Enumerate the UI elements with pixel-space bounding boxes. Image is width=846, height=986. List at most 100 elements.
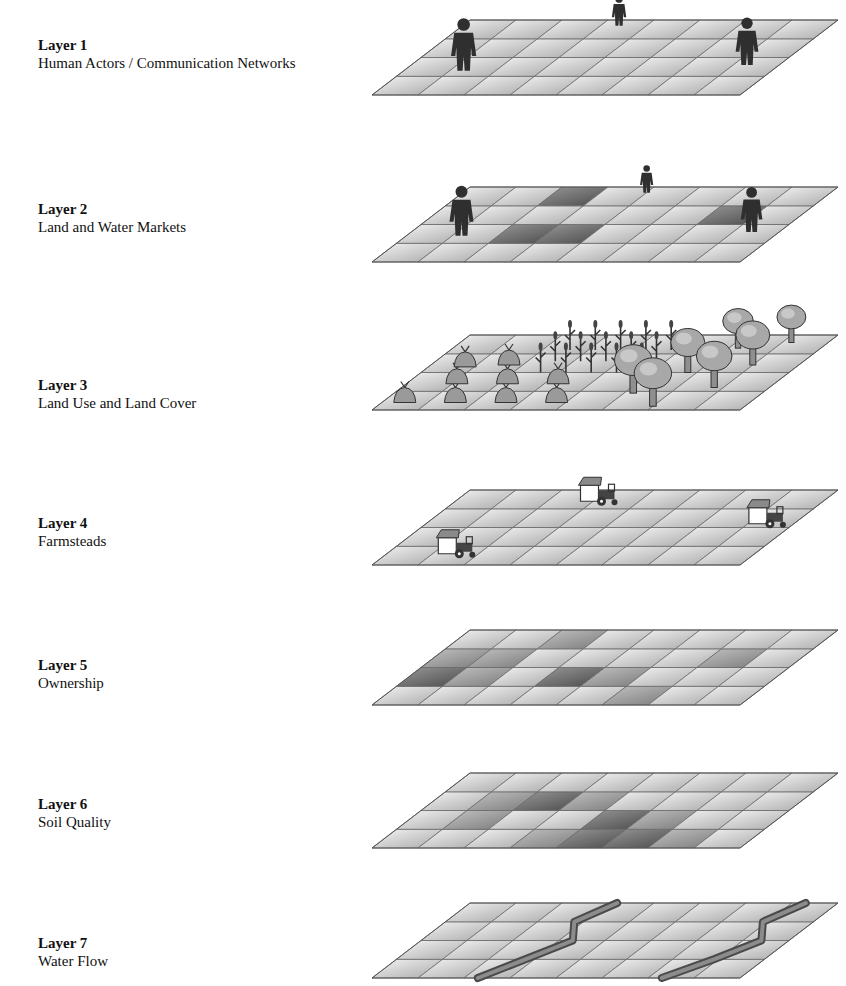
grid-plate [372, 630, 838, 705]
corn-stalk [616, 320, 626, 350]
person-body [612, 4, 626, 26]
tree-highlight [640, 362, 658, 375]
stalk-ear [615, 343, 619, 351]
grid-plate [372, 335, 838, 410]
stalk-ear [579, 331, 583, 339]
grid-cell [743, 792, 814, 811]
tree-highlight [781, 309, 795, 319]
stalk-ear [539, 343, 543, 351]
barn-roof [747, 500, 770, 508]
grid-cell [719, 528, 790, 547]
grid-cell [719, 373, 790, 392]
river-bank [478, 903, 617, 978]
river-bank [662, 903, 806, 978]
corn-stalk [652, 331, 662, 361]
plate-outline [372, 20, 838, 95]
bush-mound [394, 388, 416, 403]
layer-number: Layer 6 [38, 795, 87, 813]
grid-plate [372, 903, 838, 978]
stalk-ear [644, 320, 648, 328]
grid-cell [719, 58, 790, 77]
grid-cell [743, 649, 814, 668]
stalk-line [565, 326, 575, 350]
tractor-wheel [455, 549, 464, 558]
crop-bush [454, 346, 476, 367]
person-body [736, 31, 759, 65]
person-head [615, 0, 622, 3]
grid-cell [694, 546, 765, 565]
grid-cell [768, 335, 839, 354]
person-figure [640, 165, 653, 193]
plate-outline [372, 490, 838, 565]
plate-outline [372, 773, 838, 848]
bush-mound [498, 350, 520, 365]
stalk-ear [629, 331, 633, 339]
tree [736, 321, 770, 365]
person-head [741, 17, 752, 28]
wheel-hub [458, 552, 461, 555]
tractor-cab [609, 484, 615, 491]
tree-highlight [741, 325, 757, 337]
person-head [456, 186, 468, 198]
bush-mound [444, 388, 466, 403]
tree [777, 305, 806, 342]
person-head [457, 18, 470, 31]
layer-number: Layer 7 [38, 934, 87, 952]
layer-number: Layer 2 [38, 200, 87, 218]
tractor-wheel [469, 552, 475, 558]
person-body [451, 33, 476, 71]
grid-cell [719, 668, 790, 687]
stalk-ear [669, 320, 673, 328]
tractor-wheel [597, 497, 606, 506]
stalk-ear [619, 320, 623, 328]
grid-plate [372, 773, 838, 848]
grid-cell [768, 773, 839, 792]
tractor-wheel [612, 499, 618, 505]
river-water [478, 903, 617, 978]
crop-bush [498, 344, 520, 365]
bush-mound [446, 369, 468, 384]
stalk-ear [593, 320, 597, 328]
stalk-line [590, 326, 600, 350]
person-head [643, 165, 650, 172]
person-figure [450, 186, 474, 236]
stalk-line [576, 337, 586, 361]
stalk-line [601, 337, 611, 361]
tractor-wheel [780, 522, 786, 528]
person-body [640, 173, 653, 193]
stalk-line [561, 349, 571, 373]
tractor-wheel [765, 519, 774, 528]
grid-cell [694, 243, 765, 262]
layer-title: Water Flow [38, 952, 303, 970]
corn-stalk [536, 343, 546, 373]
farmstead [436, 530, 475, 559]
tractor-cab [466, 537, 472, 544]
plate-outline [372, 630, 838, 705]
layer-number: Layer 4 [38, 514, 87, 532]
stalk-line [550, 337, 560, 361]
tree-crown [696, 341, 732, 370]
corn-stalk [601, 331, 611, 361]
grid-plate [372, 20, 838, 95]
barn-roof [436, 530, 459, 538]
grid-cell [768, 187, 839, 206]
bush-leaves [554, 363, 562, 369]
barn-wall [749, 508, 767, 524]
tree-crown [777, 305, 806, 329]
layer-title: Human Actors / Communication Networks [38, 54, 303, 72]
wheel-hub [600, 500, 603, 503]
person-figure [736, 17, 759, 65]
farmstead [747, 500, 786, 529]
layer-number: Layer 1 [38, 36, 87, 54]
corn-stalk [576, 331, 586, 361]
stalk-line [586, 349, 596, 373]
person-head [746, 187, 757, 198]
layer-title: Land Use and Land Cover [38, 394, 303, 412]
corn-stalk [550, 331, 560, 361]
tree-highlight [620, 349, 638, 362]
tree-crown [634, 358, 671, 389]
person-figure [741, 187, 763, 232]
grid-cell [694, 391, 765, 410]
bush-mound [497, 369, 519, 384]
